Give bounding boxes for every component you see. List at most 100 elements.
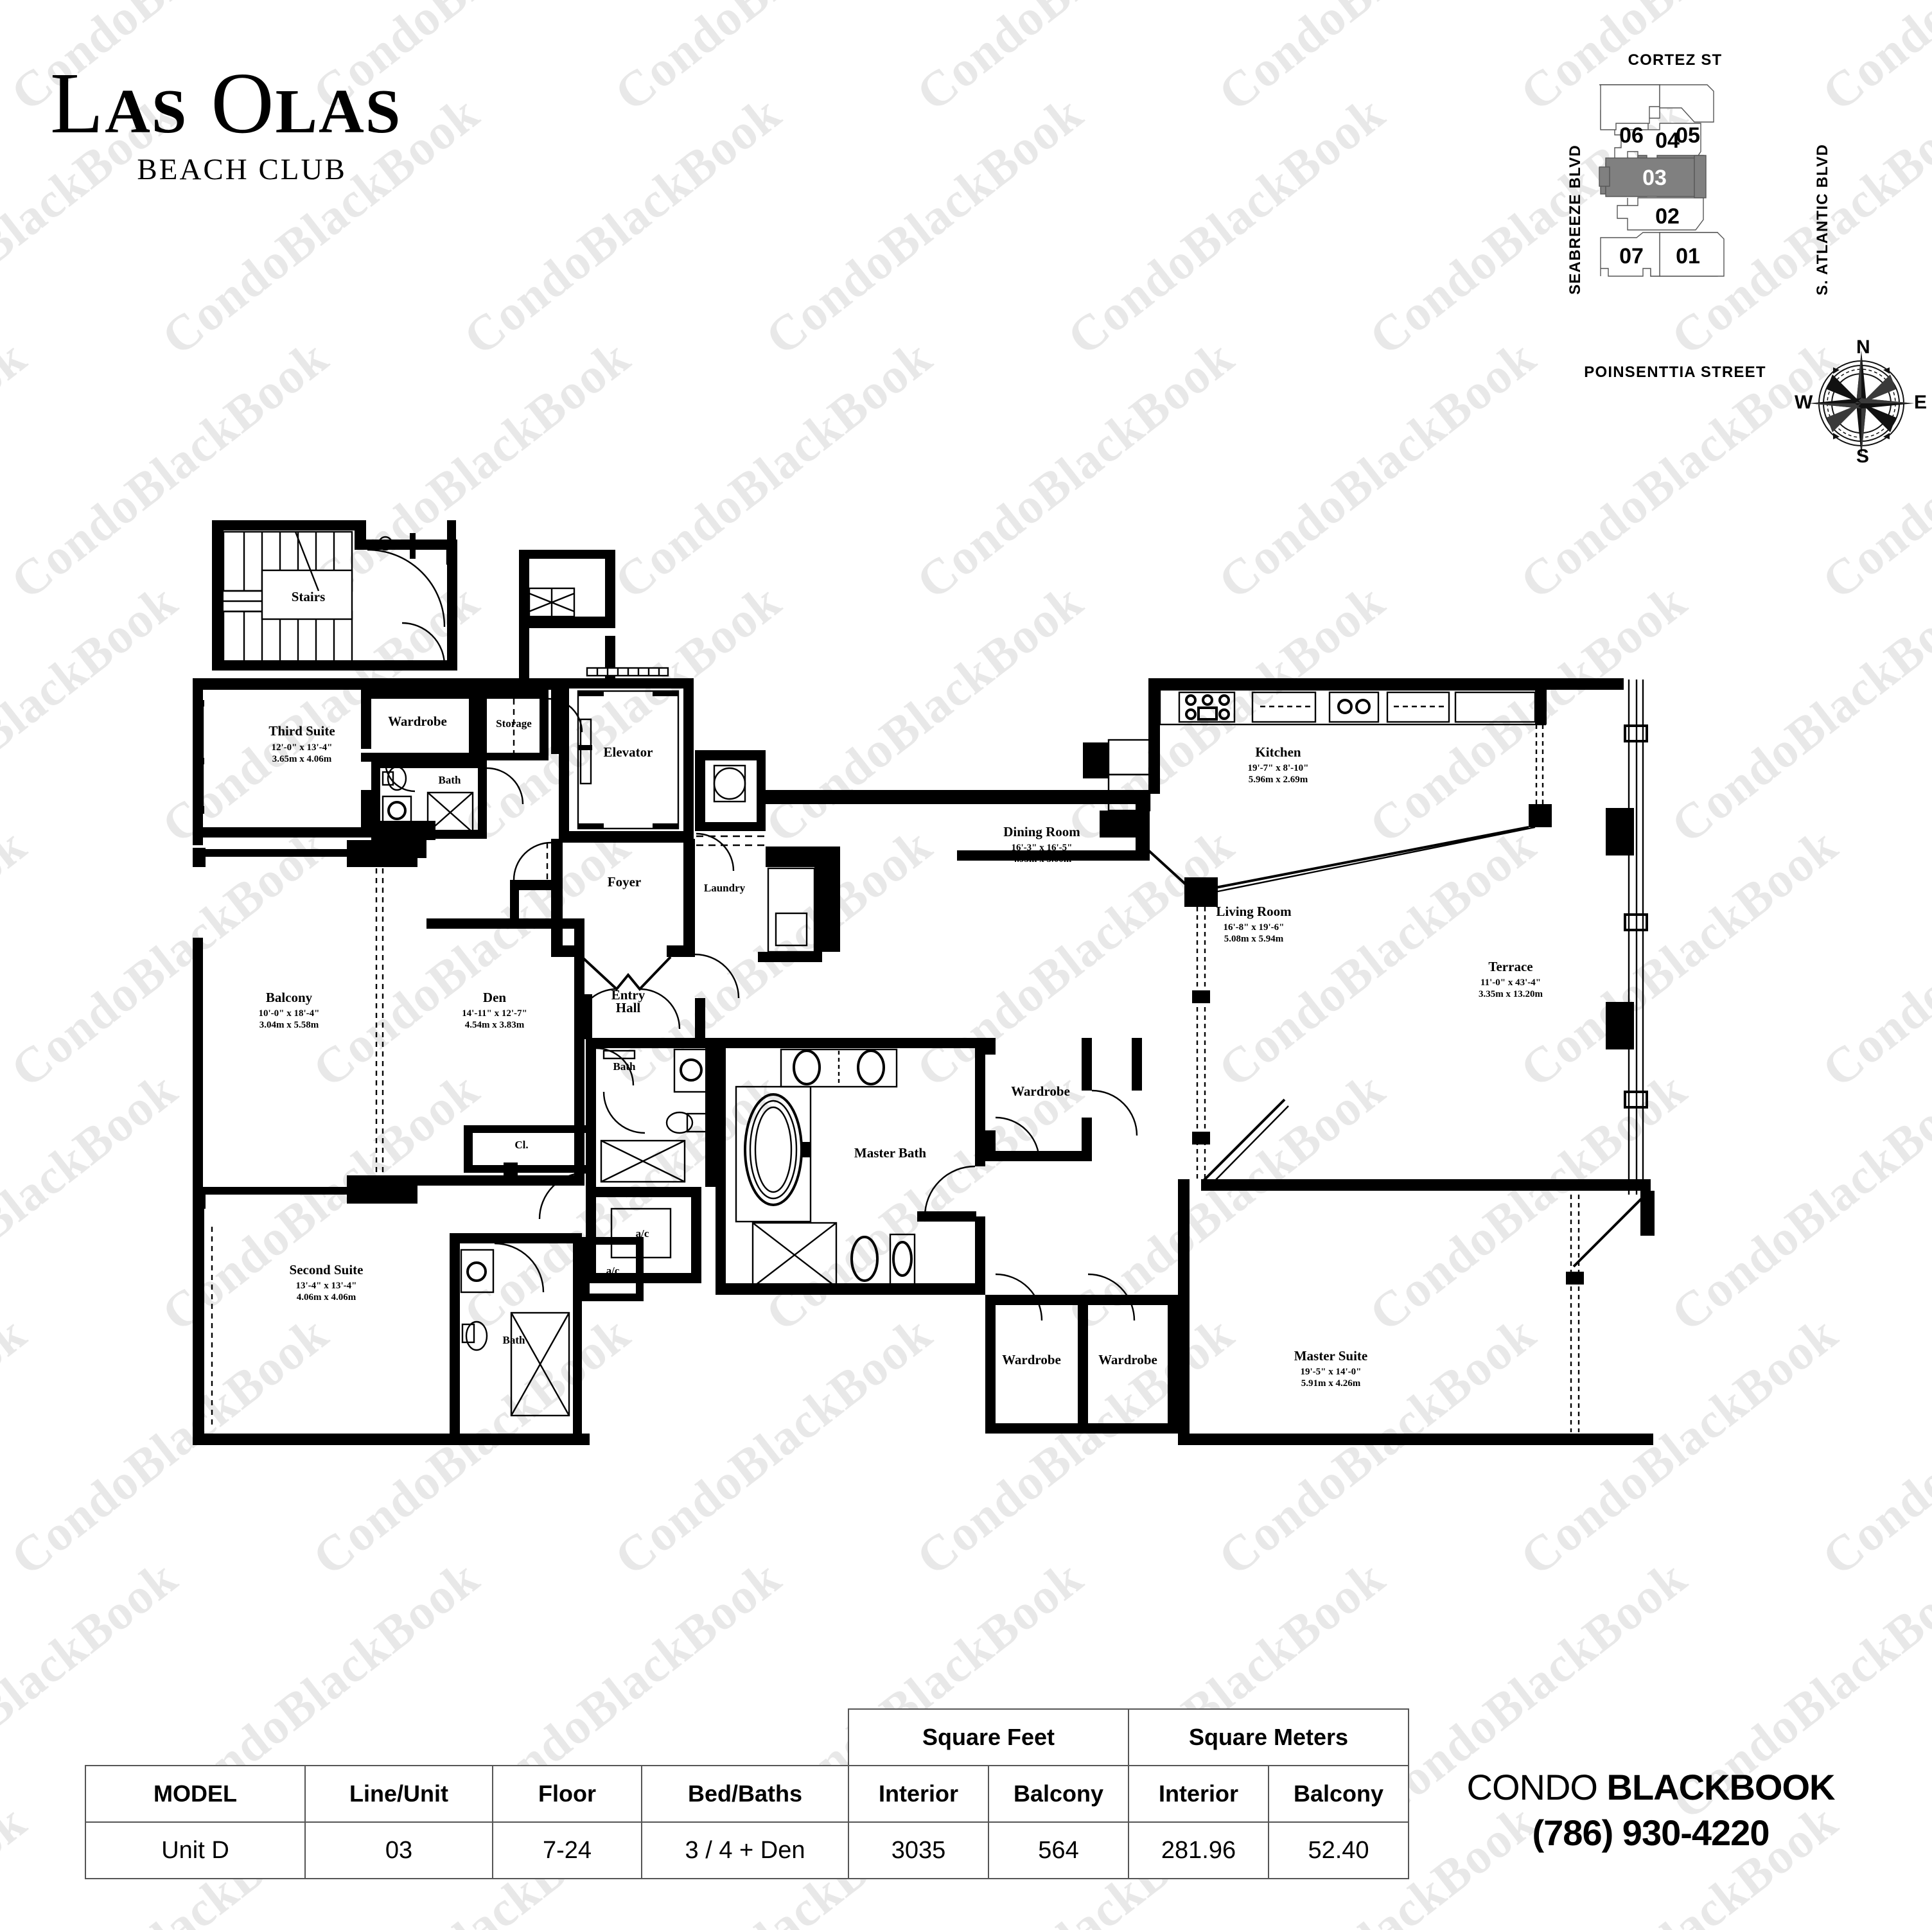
table-header-line-unit: Line/Unit [304, 1765, 493, 1823]
rooms-wardrobe-master: Wardrobe Wardrobe [985, 1273, 1178, 1434]
room-label-bath-second: Bath [503, 1334, 526, 1346]
company-name-bold: BLACKBOOK [1606, 1767, 1836, 1807]
table-cell-bed-baths: 3 / 4 + Den [641, 1821, 849, 1879]
table-header-square-feet: Square Feet [848, 1708, 1129, 1766]
table-cell-sm-interior: 281.96 [1128, 1821, 1269, 1879]
top-shaft [519, 550, 615, 678]
room-dim-second-suite-m: 4.06m x 4.06m [297, 1292, 356, 1303]
logo-subtitle: BEACH CLUB [137, 152, 347, 186]
company-name-light: CONDO [1466, 1767, 1607, 1807]
room-label-stairs: Stairs [292, 589, 326, 604]
compass-west-label: W [1795, 392, 1813, 413]
table-header-bed-baths: Bed/Baths [641, 1765, 849, 1823]
room-label-wardrobe-ms2: Wardrobe [1098, 1352, 1157, 1367]
keyplan-unit-04-label: 04 [1655, 128, 1680, 153]
room-dim-second-suite-ft: 13'-4" x 13'-4" [296, 1281, 357, 1291]
room-second-suite: Second Suite 13'-4" x 13'-4" 4.06m x 4.0… [193, 1209, 462, 1445]
room-label-master-suite: Master Suite [1294, 1348, 1368, 1364]
room-dim-master-suite-ft: 19'-5" x 14'-0" [1301, 1367, 1362, 1377]
watermark-text: CondoBlackBook [1208, 0, 1547, 123]
compass-north-label: N [1856, 337, 1870, 358]
room-label-laundry: Laundry [704, 882, 746, 894]
property-logo: LAS OLAS BEACH CLUB [50, 55, 402, 187]
table-cell-model: Unit D [85, 1821, 306, 1879]
watermark-text: CondoBlackBook [0, 572, 188, 854]
room-wardrobe-top: Wardrobe [361, 690, 478, 793]
table-row: Unit D 03 7-24 3 / 4 + Den 3035 564 281.… [85, 1821, 1409, 1879]
floor-plan-drawing: .w { fill:#000; } .th { fill:none; strok… [171, 520, 1655, 1445]
watermark-text: CondoBlackBook [453, 84, 791, 366]
keyplan-street-west: SEABREEZE BLVD [1566, 145, 1584, 295]
room-label-master-bath: Master Bath [854, 1145, 926, 1161]
room-bath-third: Bath [371, 759, 524, 839]
room-den: Den 14'-11" x 12'-7" 4.54m x 3.83m [383, 840, 584, 1186]
table-cell-floor: 7-24 [492, 1821, 642, 1879]
keyplan-unit-06-label: 06 [1619, 123, 1644, 148]
keyplan-unit-01-label: 01 [1676, 244, 1700, 268]
room-kitchen: Kitchen 19'-7" x 8'-10" 5.96m x 2.69m [1083, 678, 1624, 838]
keyplan-street-south: POINSENTTIA STREET [1584, 364, 1766, 381]
keyplan-unit-07-label: 07 [1619, 244, 1644, 268]
room-label-ac-1: a/c [636, 1227, 649, 1240]
room-dim-den-m: 4.54m x 3.83m [465, 1020, 525, 1030]
room-dim-terrace-m: 3.35m x 13.20m [1479, 989, 1543, 999]
watermark-text: CondoBlackBook [604, 0, 943, 123]
room-dining-room: Dining Room 16'-3" x 16'-5" 4.95m x 5.00… [1003, 824, 1080, 864]
room-label-wardrobe-ms1: Wardrobe [1002, 1352, 1061, 1367]
room-label-entry-hall-1: Entry [611, 987, 645, 1003]
watermark-text: CondoBlackBook [1660, 1060, 1932, 1342]
watermark-text: CondoBlackBook [1811, 1304, 1932, 1586]
room-terrace: Terrace 11'-0" x 43'-4" 3.35m x 13.20m [1201, 680, 1651, 1195]
room-dim-terrace-ft: 11'-0" x 43'-4" [1480, 978, 1541, 988]
table-header-sf-balcony: Balcony [988, 1765, 1129, 1823]
keyplan-street-east: S. ATLANTIC BLVD [1814, 143, 1832, 296]
room-label-foyer: Foyer [608, 874, 641, 890]
logo-brand-name: LAS OLAS [50, 55, 402, 152]
watermark-text: CondoBlackBook [0, 1304, 37, 1586]
keyplan-unit-05-label: 05 [1676, 123, 1700, 148]
watermark-text: CondoBlackBook [0, 1793, 37, 1930]
watermark-text: CondoBlackBook [755, 84, 1093, 366]
room-dim-balcony-ft: 10'-0" x 18'-4" [259, 1008, 320, 1019]
room-label-entry-hall-2: Hall [616, 1000, 641, 1015]
watermark-text: CondoBlackBook [1811, 0, 1932, 123]
table-header-sm-interior: Interior [1128, 1765, 1269, 1823]
room-label-dining-room: Dining Room [1003, 824, 1080, 839]
room-dim-balcony-m: 3.04m x 5.58m [259, 1020, 319, 1030]
company-name: CONDO BLACKBOOK [1445, 1766, 1856, 1808]
compass-east-label: E [1914, 392, 1928, 413]
key-plan: CORTEZ ST POINSENTTIA STREET SEABREEZE B… [1540, 50, 1831, 384]
compass-south-label: S [1856, 446, 1870, 467]
room-closet: Cl. [464, 1125, 586, 1220]
room-storage: Storage [478, 690, 583, 760]
room-dim-living-room-m: 5.08m x 5.94m [1224, 934, 1284, 944]
company-phone[interactable]: (786) 930-4220 [1532, 1812, 1770, 1853]
room-label-closet: Cl. [514, 1139, 528, 1151]
table-header-model: MODEL [85, 1765, 306, 1823]
corridor-dining [766, 790, 1150, 952]
room-dim-living-room-ft: 16'-8" x 19'-6" [1224, 922, 1285, 933]
room-label-wardrobe-mb: Wardrobe [1011, 1083, 1070, 1099]
room-label-bath-third: Bath [439, 774, 462, 786]
table-cell-sm-balcony: 52.40 [1268, 1821, 1409, 1879]
room-dim-third-suite-m: 3.65m x 4.06m [272, 754, 332, 764]
table-header-row: MODEL Line/Unit Floor Bed/Baths Interior… [85, 1765, 1409, 1823]
watermark-text: CondoBlackBook [0, 328, 37, 610]
table-header-square-meters: Square Meters [1128, 1708, 1409, 1766]
room-label-living-room: Living Room [1216, 904, 1292, 919]
watermark-text: CondoBlackBook [0, 0, 37, 123]
watermark-text: CondoBlackBook [0, 816, 37, 1098]
floor-plan: .w { fill:#000; } .th { fill:none; strok… [171, 514, 1670, 1609]
table-header-sm-balcony: Balcony [1268, 1765, 1409, 1823]
interior-partitions [426, 880, 705, 1039]
room-label-wardrobe-top: Wardrobe [388, 714, 447, 729]
keyplan-unit-03-label: 03 [1642, 166, 1667, 190]
stair-core: Stairs [212, 520, 457, 671]
watermark-text: CondoBlackBook [906, 0, 1245, 123]
watermark-text: CondoBlackBook [1057, 84, 1395, 366]
table-cell-sf-balcony: 564 [988, 1821, 1129, 1879]
table-group-header-row: Square Feet Square Meters [85, 1708, 1409, 1766]
room-label-terrace: Terrace [1488, 959, 1532, 974]
compass-icon [1809, 351, 1914, 456]
room-label-second-suite: Second Suite [290, 1262, 364, 1277]
